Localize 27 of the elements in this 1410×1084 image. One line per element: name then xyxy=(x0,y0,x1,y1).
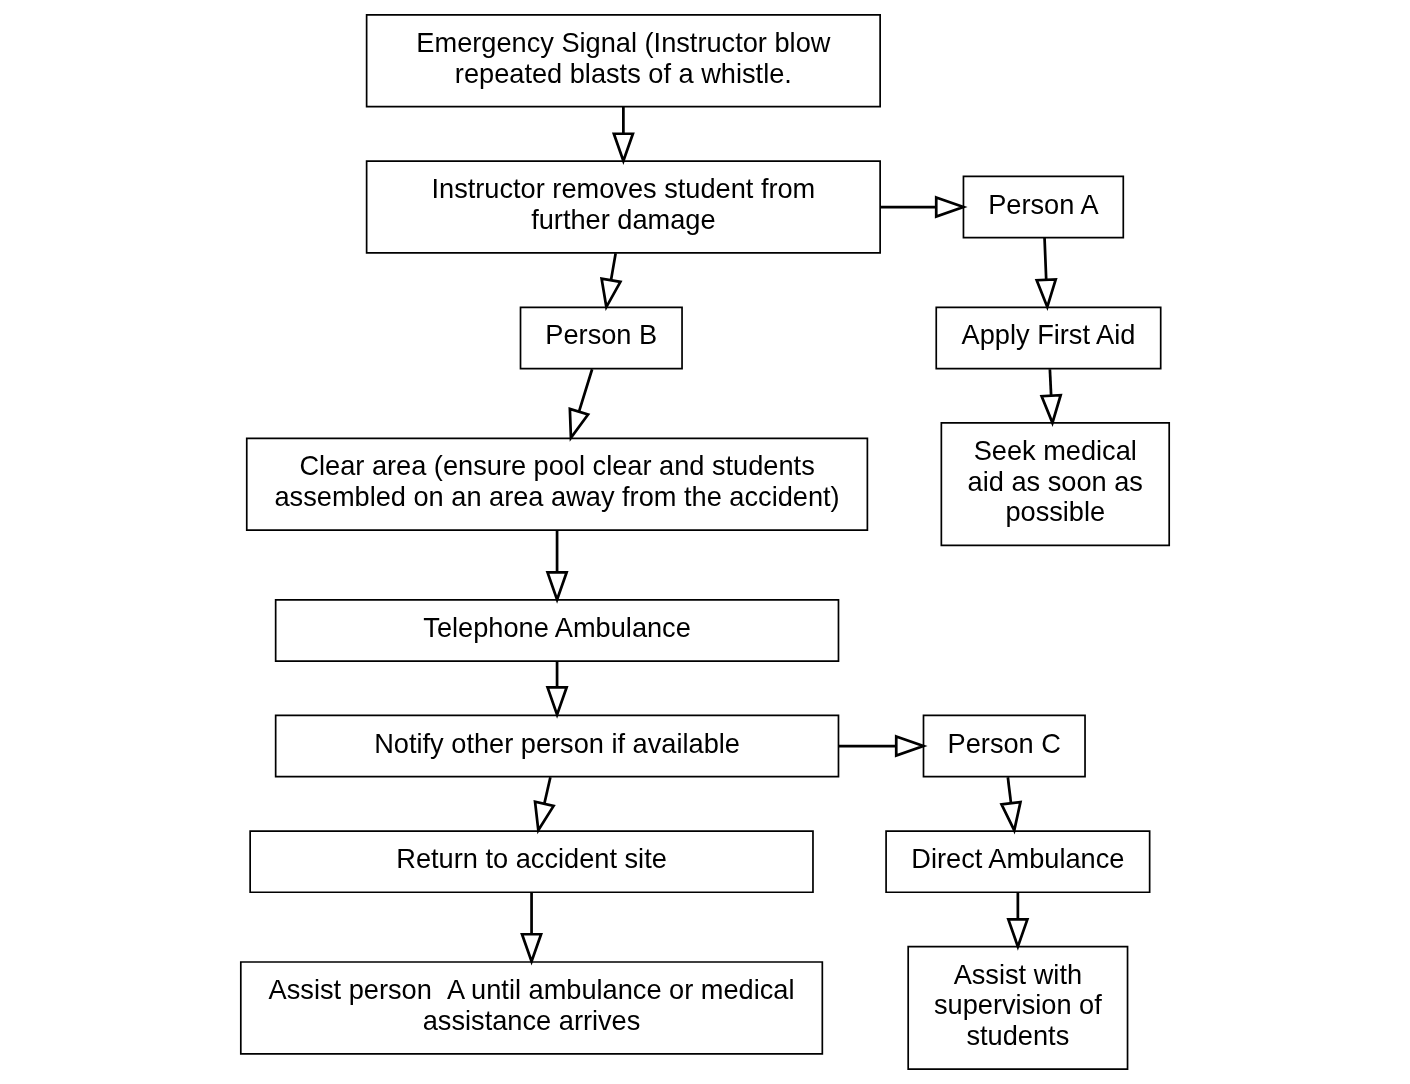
node-box: Return to accident site xyxy=(249,830,814,894)
node-box: Telephone Ambulance xyxy=(274,598,840,662)
node-box: Person C xyxy=(922,714,1086,778)
node-box: Assist with supervision of students xyxy=(907,945,1129,1070)
arrow xyxy=(880,195,968,219)
node-box: Person A xyxy=(962,175,1125,239)
node-box: Assist person A until ambulance or medical assistance arrives xyxy=(239,961,824,1055)
node-box: Notify other person if available xyxy=(274,714,840,778)
arrow xyxy=(1006,892,1030,951)
arrow xyxy=(533,776,556,835)
node-box: Emergency Signal (Instructor blow repeated blasts of a whistle. xyxy=(365,14,881,108)
arrow xyxy=(999,777,1023,835)
node-box: Seek medical aid as soon as possible xyxy=(940,422,1171,547)
node-box: Apply First Aid xyxy=(935,306,1162,370)
node-box: Clear area (ensure pool clear and students assembled on an area away from the accident) xyxy=(245,437,869,531)
arrow xyxy=(520,892,543,966)
arrow xyxy=(599,253,623,312)
arrow xyxy=(1034,237,1058,312)
node-box: Person B xyxy=(519,306,683,370)
arrow xyxy=(1039,369,1063,427)
arrow xyxy=(611,106,635,166)
arrow xyxy=(545,530,569,604)
node-box: Direct Ambulance xyxy=(885,830,1151,894)
arrow xyxy=(545,661,569,719)
node-box: Instructor removes student from further damage xyxy=(365,160,881,254)
arrow xyxy=(568,368,594,442)
arrow xyxy=(838,734,928,758)
